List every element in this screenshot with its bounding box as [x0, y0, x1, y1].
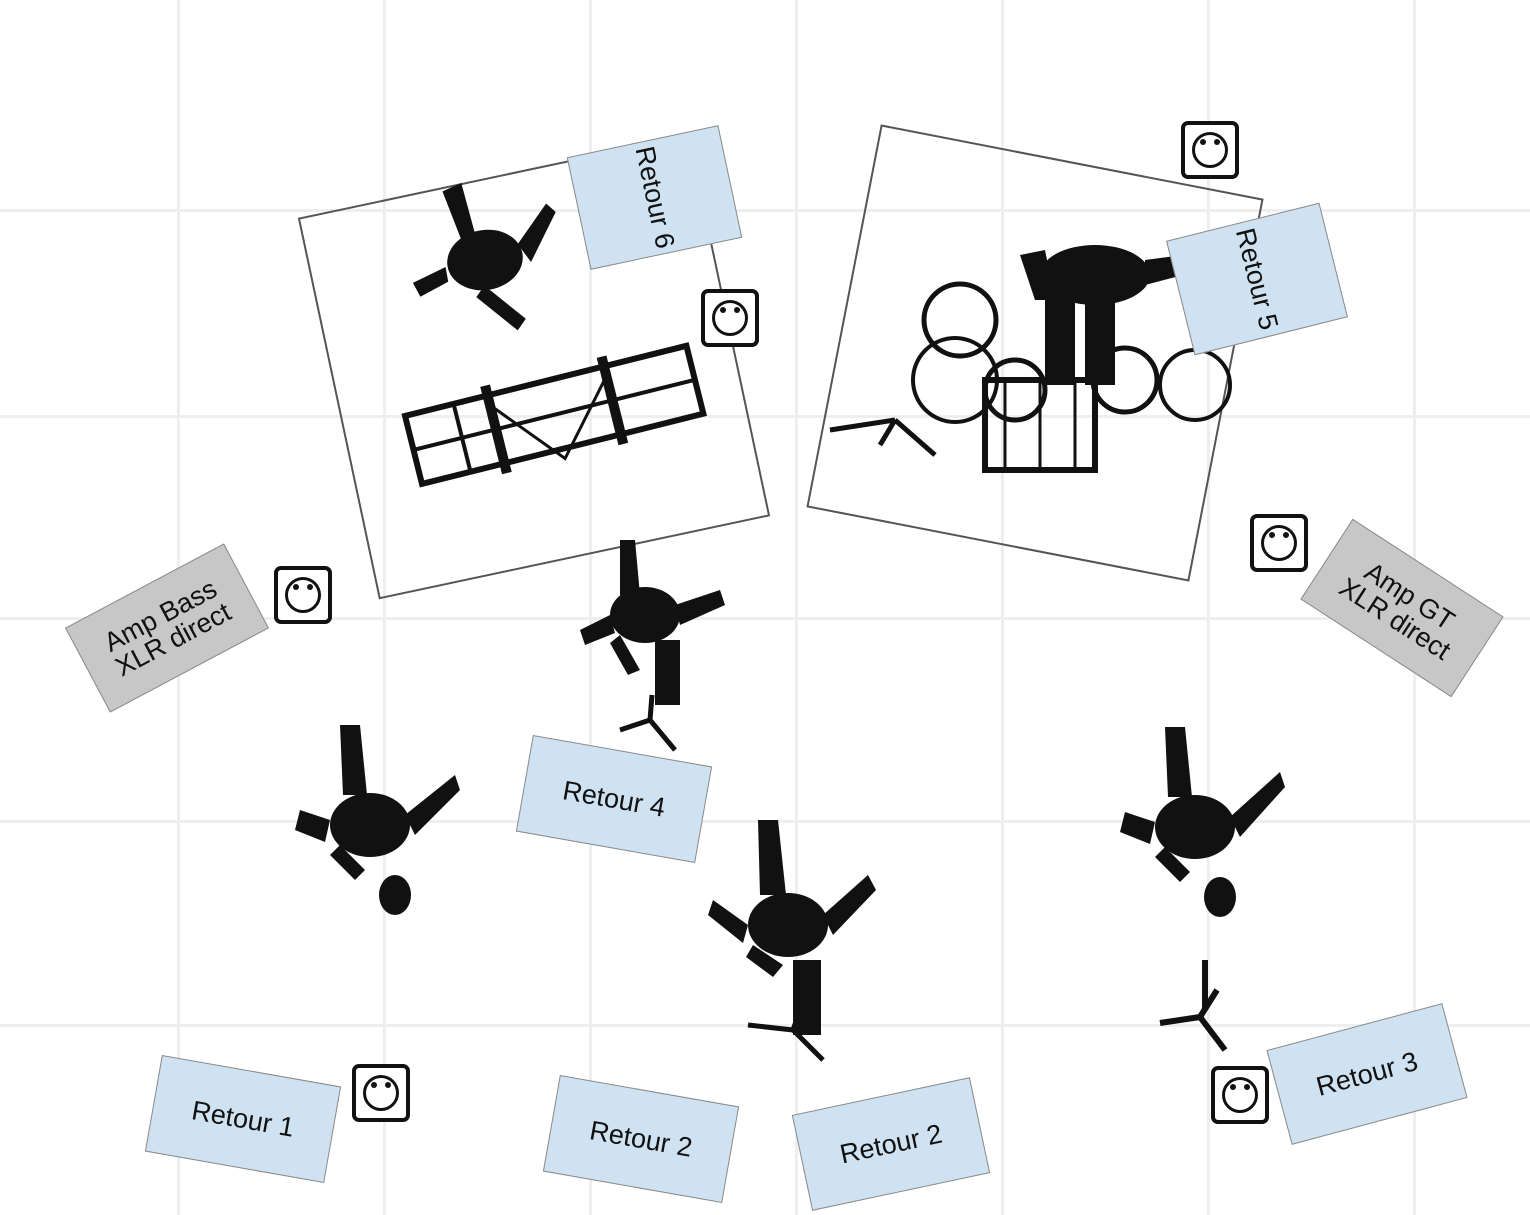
retour-1-label[interactable]: Retour 1: [145, 1055, 341, 1183]
amp-gt-label[interactable]: Amp GT XLR direct: [1300, 519, 1503, 698]
musician-icon-drummer[interactable]: [1015, 230, 1185, 390]
power-outlet-icon[interactable]: [1211, 1066, 1269, 1124]
power-outlet-icon[interactable]: [701, 289, 759, 347]
retour-2-left-label[interactable]: Retour 2: [543, 1075, 739, 1203]
mic-stand-icon[interactable]: [1155, 955, 1235, 1055]
power-outlet-icon[interactable]: [1181, 121, 1239, 179]
retour-2-right-label[interactable]: Retour 2: [792, 1077, 990, 1211]
grid-line: [383, 0, 386, 1215]
power-outlet-icon[interactable]: [352, 1064, 410, 1122]
musician-icon-keys[interactable]: [405, 175, 565, 345]
musician-icon-bass[interactable]: [295, 720, 460, 915]
power-outlet-icon[interactable]: [1250, 514, 1308, 572]
amp-bass-label[interactable]: Amp Bass XLR direct: [65, 543, 269, 712]
grid-line: [0, 415, 1530, 418]
musician-icon-lead[interactable]: [708, 815, 878, 1065]
power-outlet-icon[interactable]: [274, 566, 332, 624]
musician-icon-guitar[interactable]: [1120, 722, 1285, 917]
musician-icon-center[interactable]: [580, 535, 730, 755]
keyboard-icon[interactable]: [398, 320, 708, 500]
retour-6-label[interactable]: Retour 6: [567, 125, 743, 270]
